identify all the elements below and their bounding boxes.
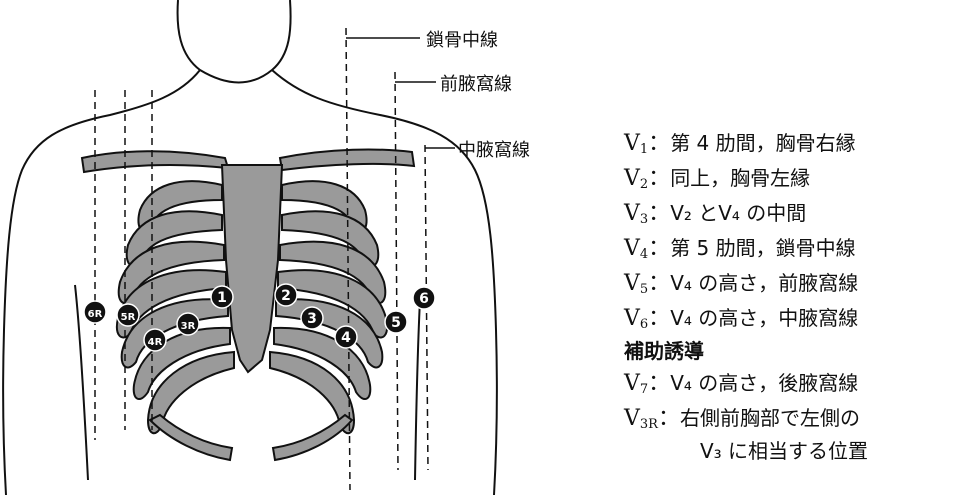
electrode-5: 5 bbox=[385, 311, 407, 333]
lead-v2: V2：同上，胸骨左縁 bbox=[624, 163, 810, 200]
lead-v3: V3：V₂ とV₄ の中間 bbox=[624, 198, 806, 235]
electrode-label: 5R bbox=[121, 312, 136, 323]
electrode-label: 1 bbox=[217, 290, 227, 306]
label-leaders bbox=[346, 38, 455, 148]
electrode-1: 1 bbox=[211, 286, 233, 308]
electrode-label: 6R bbox=[88, 309, 103, 320]
electrode-2: 2 bbox=[275, 284, 297, 306]
lead-v4: V4：第 5 肋間，鎖骨中線 bbox=[624, 233, 856, 270]
lead-v5: V5：V₄ の高さ，前腋窩線 bbox=[624, 268, 858, 305]
mid-axillary-line-label: 中腋窩線 bbox=[458, 136, 530, 162]
electrode-label: 2 bbox=[281, 288, 291, 304]
lead-v3r: V3R：右側前胸部で左側の bbox=[624, 403, 860, 440]
electrode-5r: 5R bbox=[117, 304, 139, 326]
electrode-3r: 3R bbox=[177, 313, 199, 335]
electrode-label: 3R bbox=[181, 321, 196, 332]
lead-v3r-continuation: V₃ に相当する位置 bbox=[700, 436, 868, 467]
electrode-3: 3 bbox=[301, 307, 323, 329]
lead-v7: V7：V₄ の高さ，後腋窩線 bbox=[624, 368, 858, 405]
aux-leads-title: 補助誘導 bbox=[624, 336, 704, 366]
anterior-axillary-line-label: 前腋窩線 bbox=[440, 70, 512, 96]
electrode-label: 5 bbox=[391, 315, 401, 331]
electrode-4r: 4R bbox=[144, 329, 166, 351]
electrode-label: 6 bbox=[419, 291, 429, 307]
lead-v6: V6：V₄ の高さ，中腋窩線 bbox=[624, 303, 858, 340]
electrode-6: 6 bbox=[413, 287, 435, 309]
electrode-6r: 6R bbox=[84, 301, 106, 323]
electrode-label: 4R bbox=[148, 337, 163, 348]
midclavicular-line-label: 鎖骨中線 bbox=[426, 26, 498, 52]
electrode-label: 4 bbox=[341, 330, 351, 346]
electrode-label: 3 bbox=[307, 311, 317, 327]
lead-v1: V1：第 4 肋間，胸骨右縁 bbox=[624, 128, 856, 165]
electrode-4: 4 bbox=[335, 326, 357, 348]
